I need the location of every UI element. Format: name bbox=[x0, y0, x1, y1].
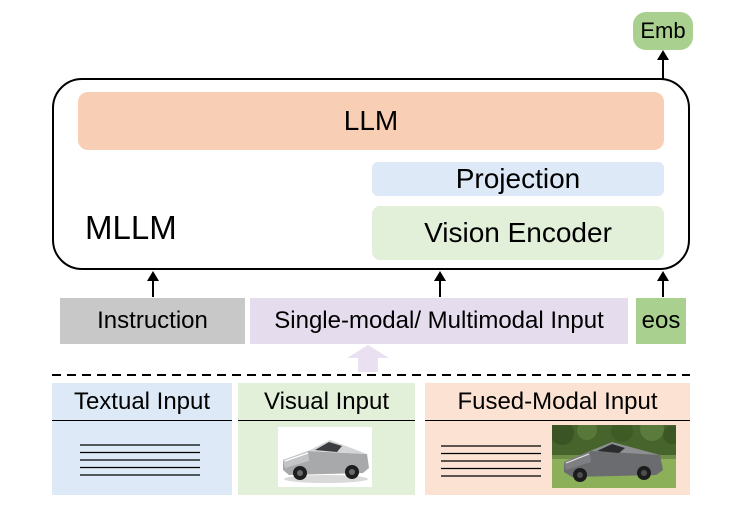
eos-label: eos bbox=[641, 307, 681, 334]
fused-modal-input-header: Fused-Modal Input bbox=[425, 383, 690, 421]
textual-input-box: Textual Input bbox=[52, 383, 232, 495]
car-photo bbox=[278, 427, 372, 487]
text-lines-icon bbox=[80, 444, 200, 476]
textual-input-header: Textual Input bbox=[52, 383, 232, 421]
arrow-head bbox=[434, 271, 446, 281]
truck-window bbox=[597, 444, 625, 453]
multimodal-input-box: Single-modal/ Multimodal Input bbox=[250, 298, 628, 344]
emb-label: Emb bbox=[640, 18, 686, 43]
text-lines-icon bbox=[441, 445, 541, 477]
wheel-hub bbox=[349, 469, 355, 475]
wheel-hub bbox=[577, 472, 583, 478]
arrow-mllm-to-emb bbox=[657, 50, 669, 79]
visual-input-label: Visual Input bbox=[264, 387, 389, 415]
arrow-head bbox=[657, 271, 669, 281]
mllm-container: LLM Projection Vision Encoder MLLM bbox=[52, 78, 690, 270]
instruction-label: Instruction bbox=[97, 307, 208, 334]
truck-light-bar bbox=[284, 452, 309, 462]
block-up-arrow bbox=[347, 345, 389, 372]
vision-encoder-label: Vision Encoder bbox=[424, 217, 612, 248]
wheel-hub bbox=[641, 470, 647, 476]
arrow-input-to-mllm bbox=[434, 271, 446, 297]
fused-modal-input-box: Fused-Modal Input bbox=[425, 383, 690, 495]
truck-light-bar bbox=[565, 453, 590, 464]
textual-input-label: Textual Input bbox=[73, 387, 211, 415]
mllm-label: MLLM bbox=[85, 209, 177, 246]
truck-window bbox=[315, 442, 342, 452]
tree bbox=[611, 425, 633, 442]
car-photo bbox=[552, 425, 676, 488]
tree bbox=[552, 425, 574, 445]
tree bbox=[640, 425, 664, 441]
visual-input-box: Visual Input bbox=[238, 383, 415, 495]
tree bbox=[577, 425, 597, 440]
llm-block: LLM bbox=[78, 92, 664, 150]
fused-modal-input-label: Fused-Modal Input bbox=[457, 387, 658, 415]
eos-box: eos bbox=[636, 298, 686, 344]
instruction-box: Instruction bbox=[60, 298, 245, 344]
arrow-head bbox=[147, 271, 159, 281]
visual-input-header: Visual Input bbox=[238, 383, 415, 421]
emb-output-box: Emb bbox=[633, 12, 693, 50]
arrow-head bbox=[657, 50, 669, 60]
projection-label: Projection bbox=[455, 163, 581, 194]
arrow-instruction-to-mllm bbox=[147, 271, 159, 297]
multimodal-input-label: Single-modal/ Multimodal Input bbox=[274, 307, 604, 334]
projection-block: Projection bbox=[372, 162, 664, 196]
wheel-hub bbox=[297, 470, 303, 476]
tree bbox=[663, 426, 676, 444]
vision-encoder-block: Vision Encoder bbox=[372, 206, 664, 260]
llm-label: LLM bbox=[343, 105, 399, 136]
arrow-eos-to-mllm bbox=[657, 271, 669, 297]
